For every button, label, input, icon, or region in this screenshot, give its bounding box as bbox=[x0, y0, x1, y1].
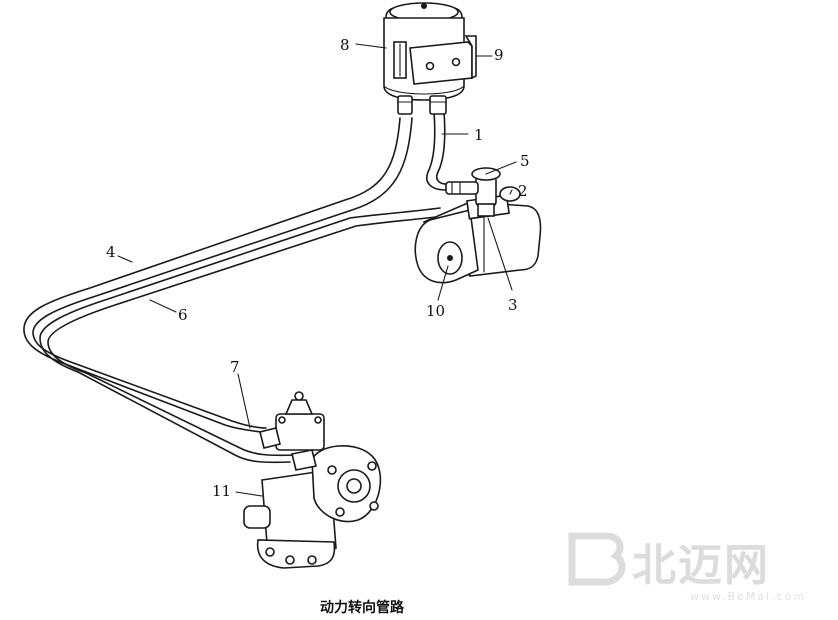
callout-labels: 1 2 3 4 5 6 7 8 9 10 11 bbox=[106, 36, 530, 500]
callout-5: 5 bbox=[520, 152, 530, 170]
reservoir-bracket bbox=[409, 35, 477, 85]
callout-4: 4 bbox=[106, 243, 116, 261]
callout-6: 6 bbox=[178, 306, 188, 324]
watermark-logo bbox=[568, 532, 626, 586]
steering-gear bbox=[243, 391, 382, 569]
callout-8: 8 bbox=[340, 36, 350, 54]
watermark-url: www.BeMai.com bbox=[690, 590, 806, 603]
callout-7: 7 bbox=[230, 358, 240, 376]
callout-9: 9 bbox=[494, 46, 504, 64]
callout-11: 11 bbox=[212, 482, 231, 500]
steering-pump bbox=[414, 194, 542, 284]
callout-3: 3 bbox=[508, 296, 518, 314]
callout-1: 1 bbox=[474, 126, 484, 144]
watermark: 北迈网 www.BeMai.com bbox=[568, 532, 806, 603]
watermark-text: 北迈网 bbox=[632, 540, 770, 591]
callout-2: 2 bbox=[518, 182, 528, 200]
pipe-1 bbox=[426, 111, 447, 191]
leader-lines bbox=[117, 43, 517, 497]
diagram-caption: 动力转向管路 bbox=[320, 599, 405, 616]
pipe-4-6-loop bbox=[23, 117, 445, 464]
callout-10: 10 bbox=[426, 302, 445, 320]
